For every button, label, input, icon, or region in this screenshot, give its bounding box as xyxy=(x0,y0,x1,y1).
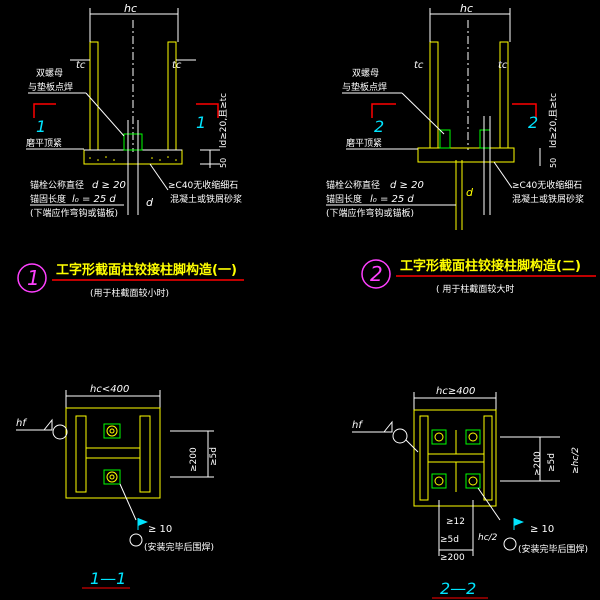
detail-1: hc tc tc 1 1 ld≥20,且≥tc xyxy=(17,2,244,299)
detail1-note-level: 磨平顶紧 xyxy=(26,138,62,149)
detail2-note-bolt3: (下端应作弯钩或锚板) xyxy=(326,207,414,219)
section2-hf-label: hf xyxy=(352,420,363,431)
detail1-note-grout2: 混凝土或铁屑砂浆 xyxy=(170,193,242,205)
detail1-note-bolt1: 锚栓公称直径 xyxy=(30,179,84,191)
detail2-dim-vert: ld≥20,且≥tc xyxy=(548,93,559,148)
section2-label: 2—2 xyxy=(440,579,476,598)
detail1-note-bolt1-val: d ≥ 20 xyxy=(92,180,126,191)
detail1-note-double-nut2: 与垫板点焊 xyxy=(28,81,73,93)
detail1-grout xyxy=(89,156,177,161)
section2-dim-5d-b: ≥5d xyxy=(440,535,459,545)
detail1-title: 工字形截面柱铰接柱脚构造(一) xyxy=(56,262,237,278)
section-2-2: hc≥400 hf ≥200 ≥5d ≥hc/2 ≥12 ≥5d xyxy=(352,386,588,599)
detail1-note-bolt2: 锚固长度 xyxy=(30,193,66,205)
detail2-tc-left: tc xyxy=(414,60,424,71)
detail2-number: 2 xyxy=(370,262,383,286)
detail2-note-bolt1: 锚栓公称直径 xyxy=(326,179,380,191)
detail1-note-grout1: ≥C40无收缩细石 xyxy=(168,179,238,191)
detail2-note-double-nut: 双螺母 xyxy=(352,68,379,79)
detail1-hc-label: hc xyxy=(124,2,137,15)
detail2-note-level: 磨平顶紧 xyxy=(346,138,382,149)
section2-hc-dim: hc≥400 xyxy=(436,386,475,397)
detail1-cut-left: 1 xyxy=(36,117,46,136)
detail2-note-bolt2: 锚固长度 xyxy=(326,193,362,205)
detail2-cut-right: 2 xyxy=(528,113,538,132)
detail2-note-bolt1-val: d ≥ 20 xyxy=(390,180,424,191)
section2-weld: ≥ 10 xyxy=(530,524,554,535)
detail2-tc-right: tc xyxy=(498,60,508,71)
detail2-note-grout1: ≥C40无收缩细石 xyxy=(512,179,582,191)
section1-hc-dim: hc<400 xyxy=(90,384,129,395)
detail1-cut-right: 1 xyxy=(196,113,206,132)
detail1-note-bolt2-val: l₀ = 25 d xyxy=(72,194,116,205)
detail1-note-double-nut: 双螺母 xyxy=(36,68,63,79)
detail1-note-bolt3: (下端应作弯钩或锚板) xyxy=(30,207,118,219)
section-1-1: hc<400 hf ≥200 ≥5d ≥ 10 (安装完毕后围焊) 1—1 xyxy=(16,384,219,589)
section2-dim-hc2: ≥hc/2 xyxy=(571,447,581,474)
section2-note: (安装完毕后围焊) xyxy=(518,543,588,555)
detail2-note-bolt2-val: l₀ = 25 d xyxy=(370,194,414,205)
detail2-note-double-nut2: 与垫板点焊 xyxy=(342,81,387,93)
detail2-number-circle xyxy=(361,259,391,289)
detail1-tc-right: tc xyxy=(172,60,182,71)
section2-dim-200: ≥200 xyxy=(533,451,543,476)
section2-dim-200-b: ≥200 xyxy=(440,553,465,563)
section2-dim-12: ≥12 xyxy=(446,517,465,527)
section1-hf-label: hf xyxy=(16,418,27,429)
detail2-note-grout2: 混凝土或铁屑砂浆 xyxy=(512,193,584,205)
detail1-d-label: d xyxy=(146,196,154,209)
detail2-d-label: d xyxy=(466,186,474,199)
section1-weld: ≥ 10 xyxy=(148,524,172,535)
section1-note: (安装完毕后围焊) xyxy=(144,541,214,553)
detail-2: hc tc tc 2 2 ld≥20,且≥tc 50 双螺母 与垫板点焊 磨平顶… xyxy=(326,2,596,295)
detail2-subtitle: ( 用于柱截面较大时 xyxy=(436,283,514,295)
section2-dim-hc2-b: hc/2 xyxy=(478,533,498,543)
section1-label: 1—1 xyxy=(90,569,126,588)
detail2-dim-50: 50 xyxy=(549,158,558,168)
detail1-dim-vert: ld≥20,且≥tc xyxy=(218,93,229,148)
detail2-hc-label: hc xyxy=(460,2,473,15)
detail1-dim-50: 50 xyxy=(219,158,228,168)
detail1-number-circle xyxy=(17,263,47,293)
detail2-title: 工字形截面柱铰接柱脚构造(二) xyxy=(400,258,581,274)
detail1-tc-left: tc xyxy=(76,60,86,71)
section2-dim-5d: ≥5d xyxy=(547,453,557,472)
detail2-cut-left: 2 xyxy=(374,117,384,136)
section1-dim-200: ≥200 xyxy=(189,447,199,472)
section1-dim-5d: ≥5d xyxy=(209,447,219,466)
detail1-subtitle: (用于柱截面较小时) xyxy=(90,287,169,299)
detail1-number: 1 xyxy=(27,266,40,290)
